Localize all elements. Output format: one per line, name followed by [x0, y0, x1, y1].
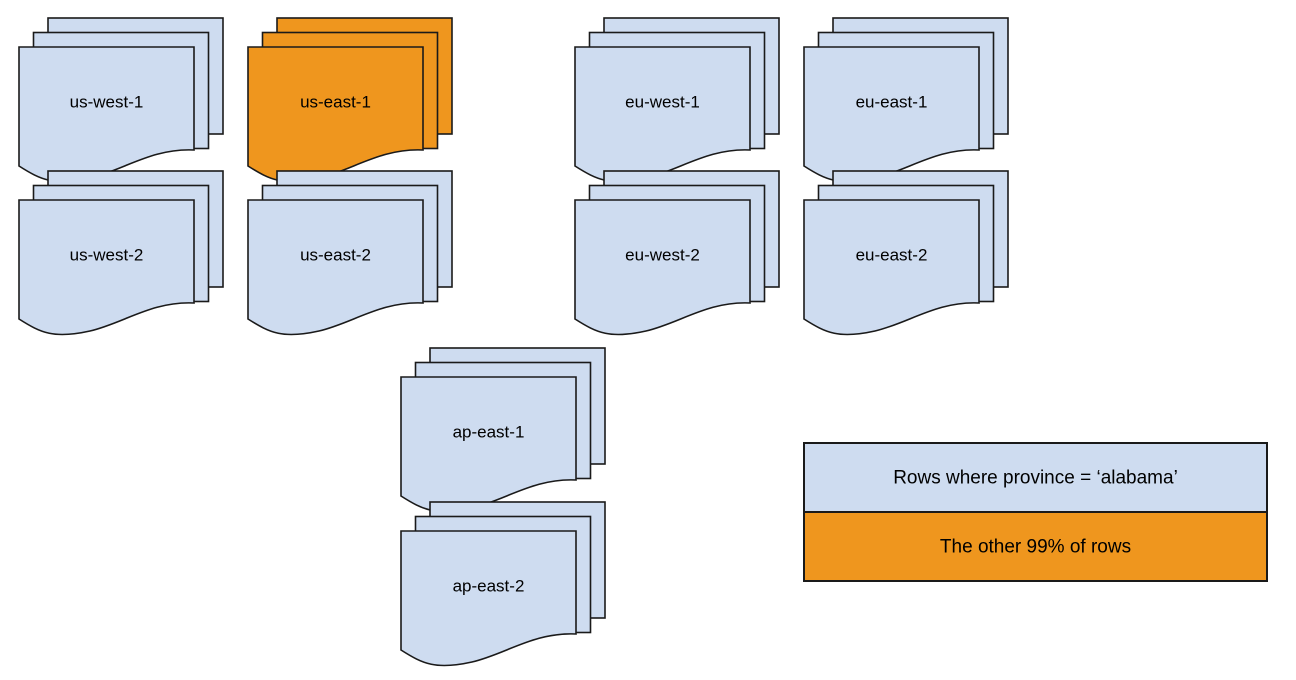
region-stack-label: eu-east-2	[856, 245, 928, 264]
stack-page-front	[400, 530, 577, 667]
stack-page-front	[803, 46, 980, 183]
stack-page-front	[18, 46, 195, 183]
region-stack-us-east-2[interactable]: us-east-2	[247, 170, 453, 336]
legend-row-legend-blue: Rows where province = ‘alabama’	[803, 442, 1268, 513]
region-stack-label: ap-east-2	[453, 576, 525, 595]
region-stack-label: eu-east-1	[856, 92, 928, 111]
region-stack-us-west-2[interactable]: us-west-2	[18, 170, 224, 336]
legend-swatch-blue	[803, 442, 1268, 513]
region-stack-us-east-1[interactable]: us-east-1	[247, 17, 453, 183]
region-stack-label: us-west-2	[70, 245, 144, 264]
stack-page-front	[247, 46, 424, 183]
region-stack-label: us-west-1	[70, 92, 144, 111]
stack-page-front	[574, 46, 751, 183]
stack-page-front	[18, 199, 195, 336]
stack-page-front	[574, 199, 751, 336]
legend-row-legend-orange: The other 99% of rows	[803, 511, 1268, 582]
stack-page-front	[803, 199, 980, 336]
legend-label: Rows where province = ‘alabama’	[893, 468, 1178, 489]
region-stack-eu-east-1[interactable]: eu-east-1	[803, 17, 1009, 183]
region-stack-eu-west-2[interactable]: eu-west-2	[574, 170, 780, 336]
region-stack-ap-east-1[interactable]: ap-east-1	[400, 347, 606, 513]
legend-swatch-orange	[803, 511, 1268, 582]
region-stack-label: us-east-1	[300, 92, 371, 111]
region-stack-label: eu-west-1	[625, 92, 700, 111]
region-stack-label: us-east-2	[300, 245, 371, 264]
stack-page-front	[247, 199, 424, 336]
region-stack-label: eu-west-2	[625, 245, 700, 264]
region-stack-ap-east-2[interactable]: ap-east-2	[400, 501, 606, 667]
region-stack-us-west-1[interactable]: us-west-1	[18, 17, 224, 183]
region-stack-eu-west-1[interactable]: eu-west-1	[574, 17, 780, 183]
stack-page-front	[400, 376, 577, 513]
legend: Rows where province = ‘alabama’ The other…	[803, 442, 1268, 582]
region-stacks-layer: us-west-1 us-east-1 eu-west-1 eu-east-1 us-w…	[18, 17, 1009, 667]
legend-label: The other 99% of rows	[940, 537, 1131, 558]
region-stack-label: ap-east-1	[453, 422, 525, 441]
region-stack-eu-east-2[interactable]: eu-east-2	[803, 170, 1009, 336]
